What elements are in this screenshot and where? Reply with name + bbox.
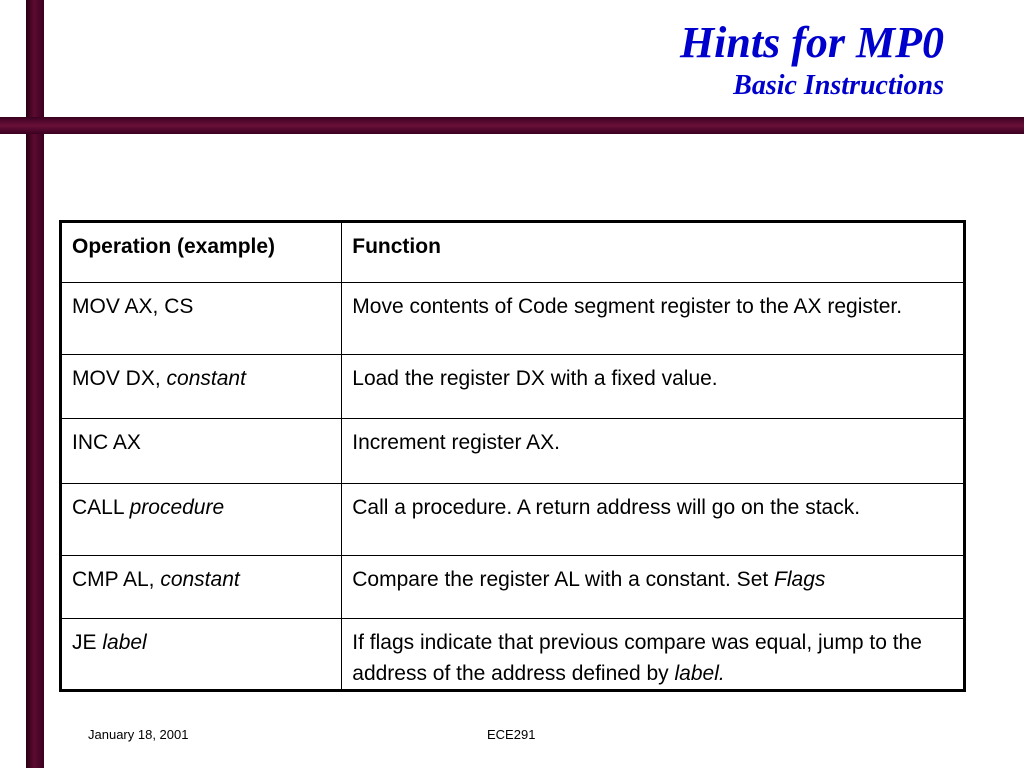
decorative-horizontal-bar bbox=[0, 117, 1024, 134]
instructions-table: Operation (example) Function MOV AX, CS … bbox=[59, 220, 966, 692]
operation-cell: MOV DX, constant bbox=[59, 354, 343, 419]
operation-cell: JE label bbox=[59, 618, 343, 691]
function-cell: Call a procedure. A return address will … bbox=[341, 483, 965, 556]
operation-cell: CALL procedure bbox=[59, 483, 343, 556]
operation-cell: CMP AL, constant bbox=[59, 555, 343, 619]
column-header-operation: Operation (example) bbox=[59, 221, 343, 283]
footer-course: ECE291 bbox=[487, 727, 536, 742]
function-cell: If flags indicate that previous compare … bbox=[341, 618, 965, 691]
operation-cell: MOV AX, CS bbox=[59, 282, 343, 355]
table-row: INC AX Increment register AX. bbox=[59, 418, 965, 484]
footer-date: January 18, 2001 bbox=[88, 727, 189, 742]
table-row: CALL procedure Call a procedure. A retur… bbox=[59, 483, 965, 556]
table-row: CMP AL, constant Compare the register AL… bbox=[59, 555, 965, 619]
function-cell: Increment register AX. bbox=[341, 418, 965, 484]
table-row: MOV AX, CS Move contents of Code segment… bbox=[59, 282, 965, 355]
operation-cell: INC AX bbox=[59, 418, 343, 484]
table-header-row: Operation (example) Function bbox=[59, 221, 965, 283]
function-cell: Move contents of Code segment register t… bbox=[341, 282, 965, 355]
function-cell: Compare the register AL with a constant.… bbox=[341, 555, 965, 619]
table-row: JE label If flags indicate that previous… bbox=[59, 618, 965, 691]
table-row: MOV DX, constant Load the register DX wi… bbox=[59, 354, 965, 419]
column-header-function: Function bbox=[341, 221, 965, 283]
slide-title-block: Hints for MP0 Basic Instructions bbox=[680, 18, 944, 104]
function-cell: Load the register DX with a fixed value. bbox=[341, 354, 965, 419]
slide-subtitle: Basic Instructions bbox=[733, 70, 944, 101]
decorative-vertical-bar bbox=[26, 0, 44, 768]
slide-title: Hints for MP0 bbox=[679, 18, 944, 67]
